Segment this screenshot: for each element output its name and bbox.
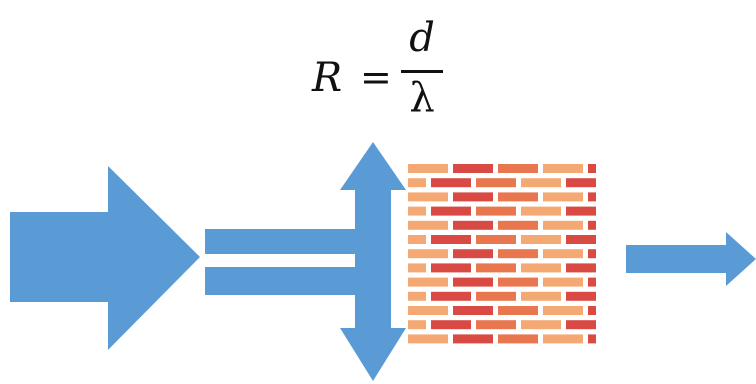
brick (498, 220, 538, 230)
brick (431, 291, 471, 301)
brick (408, 249, 448, 259)
brick (498, 164, 538, 173)
brick (408, 220, 448, 230)
brick (498, 334, 538, 344)
brick (588, 220, 596, 230)
brick (521, 178, 561, 188)
brick (543, 306, 583, 315)
brick (453, 164, 493, 173)
brick (521, 235, 561, 244)
down-arrow-icon (340, 292, 406, 381)
brick (408, 235, 426, 244)
brick (408, 164, 448, 173)
up-arrow-icon (340, 142, 406, 230)
big-right-arrow-icon (10, 166, 200, 350)
brick (476, 320, 516, 330)
brick (476, 178, 516, 188)
brick (408, 320, 426, 330)
brick (431, 206, 471, 216)
brick (521, 291, 561, 301)
vertical-stem (355, 225, 391, 297)
brick (543, 164, 583, 173)
brick (498, 277, 538, 287)
brick (588, 277, 596, 287)
brick (431, 178, 471, 188)
brick (408, 178, 426, 188)
brick (521, 263, 561, 273)
brick (476, 206, 516, 216)
brick (453, 277, 493, 287)
brick (566, 291, 596, 301)
brick (588, 164, 596, 173)
formula-lhs: R (312, 55, 343, 101)
brick (566, 206, 596, 216)
brick (588, 192, 596, 202)
brick (566, 263, 596, 273)
brick (521, 320, 561, 330)
brick (408, 306, 448, 315)
brick (543, 220, 583, 230)
brick (408, 263, 426, 273)
brick (408, 206, 426, 216)
small-right-arrow-icon (626, 232, 756, 286)
brick (476, 291, 516, 301)
brick (566, 235, 596, 244)
brick (498, 306, 538, 315)
brick (453, 220, 493, 230)
brick (588, 306, 596, 315)
brick (476, 263, 516, 273)
formula: R = d λ (298, 18, 458, 128)
brick (453, 249, 493, 259)
brick (498, 249, 538, 259)
brick (588, 249, 596, 259)
formula-equals: = (360, 55, 392, 99)
fraction-bar (401, 70, 443, 73)
brick (408, 192, 448, 202)
brick (521, 206, 561, 216)
brick (431, 263, 471, 273)
brick (543, 334, 583, 344)
brick (431, 235, 471, 244)
brick (453, 192, 493, 202)
brick (408, 291, 426, 301)
brick (408, 334, 448, 344)
brick (543, 277, 583, 287)
brick (431, 320, 471, 330)
brick (543, 249, 583, 259)
formula-denominator: λ (409, 75, 435, 121)
brick (566, 320, 596, 330)
brick (476, 235, 516, 244)
brick (498, 192, 538, 202)
brick (588, 334, 596, 344)
brick (566, 178, 596, 188)
brick (543, 192, 583, 202)
brick (408, 277, 448, 287)
formula-numerator: d (409, 15, 435, 61)
brick (453, 306, 493, 315)
brick-wall-icon (408, 164, 596, 344)
brick (453, 334, 493, 344)
